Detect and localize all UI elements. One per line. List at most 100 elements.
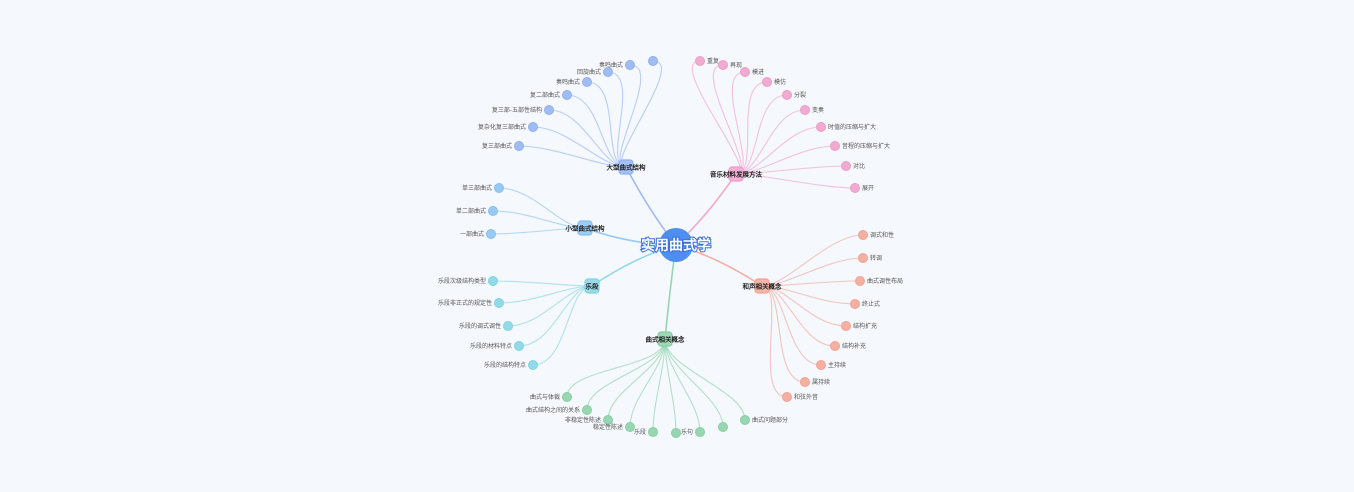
leaf-node[interactable]: 转调 [858, 253, 883, 263]
leaf-dot[interactable] [841, 161, 851, 171]
branch-node-development[interactable]: 音乐材料发展方法 [710, 166, 763, 182]
branch-box[interactable] [577, 220, 593, 236]
leaf-node[interactable]: 乐段的结构特点 [484, 360, 538, 370]
leaf-dot[interactable] [648, 427, 658, 437]
branch-box[interactable] [657, 331, 673, 347]
leaf-dot[interactable] [603, 415, 613, 425]
leaf-dot[interactable] [782, 392, 792, 402]
leaf-node[interactable]: 乐段的材料特点 [470, 341, 524, 351]
leaf-dot[interactable] [858, 253, 868, 263]
branch-node-harmony[interactable]: 和声相关概念 [742, 278, 783, 294]
leaf-dot[interactable] [858, 230, 868, 240]
leaf-node[interactable]: 稳定性陈述 [593, 422, 635, 432]
leaf-node[interactable]: 模仿 [762, 77, 787, 87]
leaf-node[interactable]: 一部曲式 [460, 229, 496, 239]
leaf-node[interactable]: 复二部曲式 [530, 90, 572, 100]
leaf-node[interactable]: 乐段的调式调性 [459, 321, 513, 331]
leaf-node[interactable]: 终止式 [850, 299, 881, 309]
leaf-node[interactable]: 时值的压缩与扩大 [816, 122, 877, 132]
leaf-node[interactable] [671, 428, 681, 438]
leaf-node[interactable]: 重复 [695, 56, 720, 66]
leaf-node[interactable]: 对比 [841, 161, 866, 171]
leaf-dot[interactable] [514, 141, 524, 151]
branch-node-large-form[interactable]: 大型曲式结构 [607, 159, 647, 175]
leaf-node[interactable]: 主持续 [816, 360, 847, 370]
root-node[interactable]: 实用曲式学 [640, 228, 712, 262]
leaf-node[interactable]: 乐段 [634, 427, 658, 437]
leaf-dot[interactable] [782, 90, 792, 100]
leaf-node[interactable]: 单二部曲式 [456, 206, 498, 216]
leaf-node[interactable]: 非稳定性陈述 [565, 415, 613, 425]
leaf-dot[interactable] [514, 341, 524, 351]
branch-node-small-form[interactable]: 小型曲式结构 [565, 220, 606, 236]
leaf-node[interactable]: 复三部曲式 [482, 141, 524, 151]
leaf-dot[interactable] [603, 67, 613, 77]
leaf-node[interactable]: 属持续 [800, 377, 831, 387]
leaf-node[interactable]: 奏鸣曲式 [556, 77, 592, 87]
leaf-dot[interactable] [562, 392, 572, 402]
leaf-node[interactable]: 乐段非正式的规定性 [438, 298, 504, 308]
branch-box[interactable] [754, 278, 770, 294]
leaf-dot[interactable] [841, 321, 851, 331]
leaf-dot[interactable] [544, 105, 554, 115]
branch-box[interactable] [618, 159, 634, 175]
leaf-dot[interactable] [494, 183, 504, 193]
leaf-dot[interactable] [695, 427, 705, 437]
leaf-node[interactable]: 展开 [850, 183, 875, 193]
leaf-node[interactable]: 结构扩充 [841, 321, 878, 331]
leaf-dot[interactable] [494, 298, 504, 308]
leaf-dot[interactable] [718, 60, 728, 70]
leaf-dot[interactable] [740, 415, 750, 425]
leaf-node[interactable]: 曲式结构之间的关系 [526, 405, 592, 415]
leaf-dot[interactable] [816, 122, 826, 132]
leaf-dot[interactable] [503, 321, 513, 331]
leaf-dot[interactable] [800, 105, 810, 115]
leaf-node[interactable]: 曲式与体裁 [530, 392, 572, 402]
leaf-dot[interactable] [762, 77, 772, 87]
leaf-node[interactable]: 调式和性 [858, 230, 895, 240]
branch-node-form-concepts[interactable]: 曲式相关概念 [646, 331, 686, 347]
leaf-dot[interactable] [582, 405, 592, 415]
leaf-node[interactable]: 乐段次级结构类型 [438, 276, 498, 286]
leaf-dot[interactable] [528, 122, 538, 132]
leaf-dot[interactable] [695, 56, 705, 66]
leaf-dot[interactable] [800, 377, 810, 387]
leaf-node[interactable]: 复杂化复三部曲式 [478, 122, 538, 132]
leaf-node[interactable]: 音程的压缩与扩大 [830, 141, 891, 151]
leaf-dot[interactable] [816, 360, 826, 370]
leaf-dot[interactable] [850, 299, 860, 309]
leaf-dot[interactable] [488, 276, 498, 286]
leaf-node[interactable]: 结构补充 [830, 341, 867, 351]
leaf-dot[interactable] [562, 90, 572, 100]
leaf-dot[interactable] [830, 141, 840, 151]
leaf-dot[interactable] [718, 422, 728, 432]
leaf-dot[interactable] [740, 67, 750, 77]
leaf-node[interactable]: 奏鸣曲式 [599, 60, 635, 70]
leaf-dot[interactable] [488, 206, 498, 216]
leaf-dot[interactable] [528, 360, 538, 370]
leaf-node[interactable]: 回旋曲式 [577, 67, 613, 77]
leaf-dot[interactable] [486, 229, 496, 239]
leaf-node[interactable] [718, 422, 728, 432]
leaf-node[interactable]: 模进 [740, 67, 765, 77]
branch-box[interactable] [728, 166, 744, 182]
leaf-node[interactable]: 曲式调性布局 [855, 276, 904, 286]
leaf-node[interactable]: 乐句 [681, 427, 705, 437]
branch-node-period[interactable]: 乐段 [584, 278, 600, 294]
leaf-dot[interactable] [648, 56, 658, 66]
branch-box[interactable] [584, 278, 600, 294]
leaf-dot[interactable] [582, 77, 592, 87]
leaf-dot[interactable] [625, 60, 635, 70]
leaf-node[interactable]: 复三部-五部性结构 [492, 105, 554, 115]
leaf-dot[interactable] [855, 276, 865, 286]
leaf-dot[interactable] [850, 183, 860, 193]
leaf-node[interactable]: 再现 [718, 60, 743, 70]
leaf-dot[interactable] [625, 422, 635, 432]
root-circle[interactable] [659, 228, 693, 262]
leaf-node[interactable]: 单三部曲式 [462, 183, 504, 193]
leaf-node[interactable]: 分裂 [782, 90, 807, 100]
leaf-node[interactable] [648, 56, 658, 66]
leaf-node[interactable]: 曲式问题部分 [740, 415, 789, 425]
leaf-node[interactable]: 变奏 [800, 105, 825, 115]
leaf-node[interactable]: 和弦外音 [782, 392, 819, 402]
